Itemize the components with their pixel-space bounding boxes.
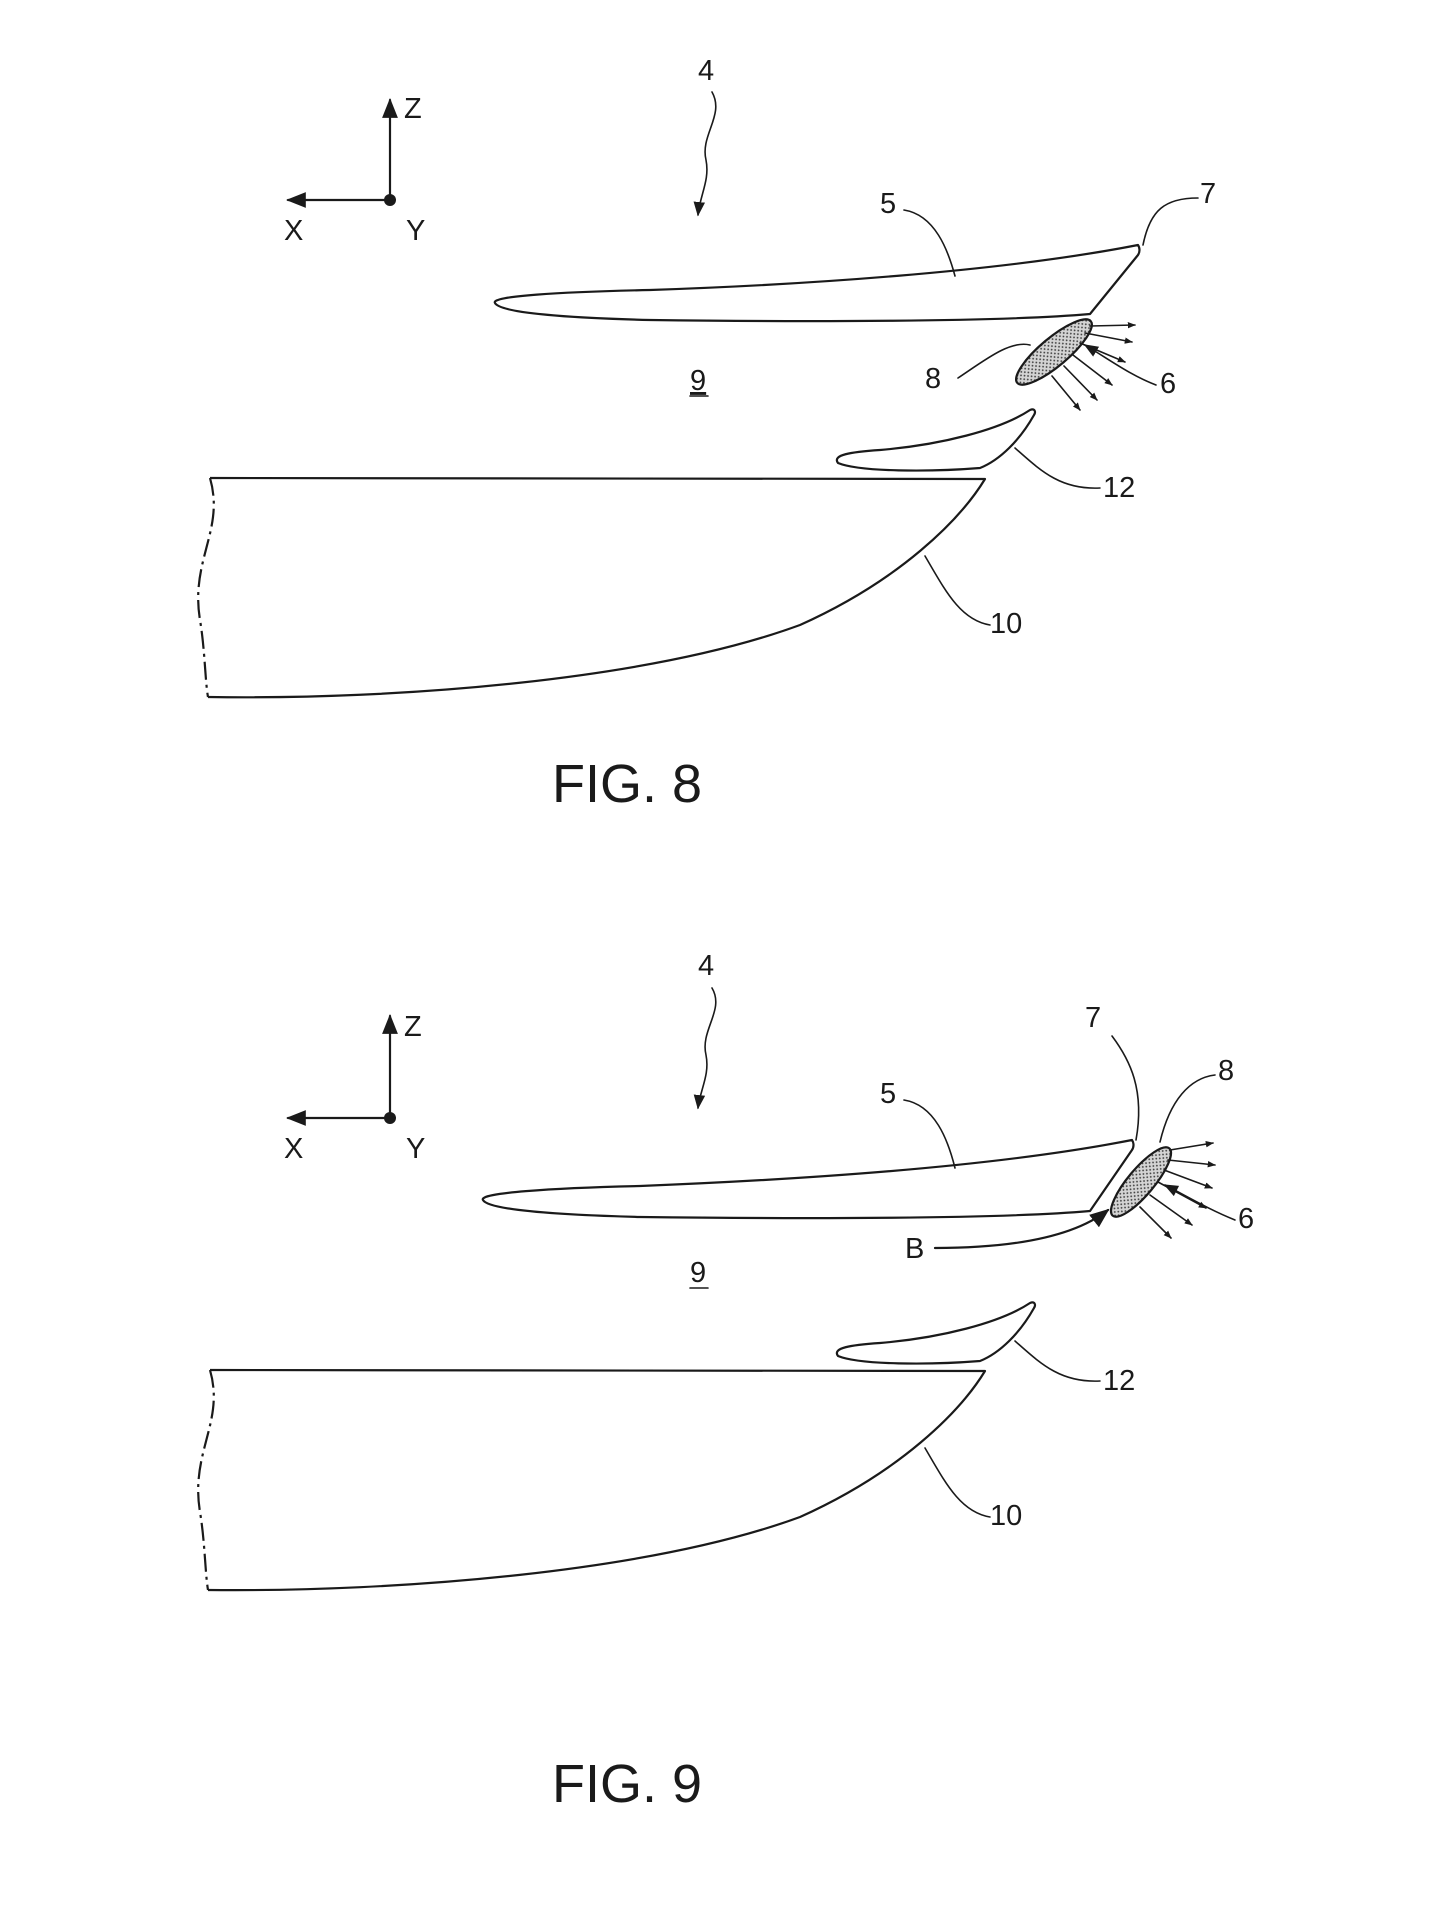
flap-12-fig9 [835, 1301, 1037, 1365]
flap-12 [835, 408, 1037, 472]
lower-part-10-fig9 [207, 1368, 987, 1592]
axis-triad: Z X Y [284, 93, 425, 247]
ref-10-fig9: 10 [990, 1500, 1022, 1532]
ref-12-fig9: 12 [1103, 1365, 1135, 1397]
ref-7-fig9: 7 [1085, 1002, 1101, 1034]
ref-7-leader-fig9 [1111, 1035, 1140, 1141]
ref-4-leader-fig9 [693, 987, 717, 1110]
ref-12: 12 [1103, 472, 1135, 504]
figure-8: Z X Y 4 5 7 8 6 9 [197, 55, 1216, 814]
body-8 [1015, 318, 1093, 386]
upper-part-5-fig9 [481, 1138, 1135, 1220]
ref-4: 4 [698, 55, 714, 87]
ref-12-leader-fig9 [1014, 1340, 1101, 1382]
figure-9: Z X Y 4 5 7 8 6 B [197, 950, 1254, 1814]
axis-label-z-9: Z [404, 1011, 422, 1043]
body-8-fig9 [1109, 1146, 1173, 1218]
ref-8-leader-fig9 [1159, 1074, 1216, 1143]
ref-b: B [905, 1233, 924, 1265]
axis-label-y-9: Y [406, 1133, 425, 1165]
figure-8-title: FIG. 8 [552, 754, 702, 814]
ref-6-fig9: 6 [1238, 1203, 1254, 1235]
ref-5-leader-fig9 [903, 1099, 956, 1169]
ref-9: 9 [690, 365, 706, 397]
ref-6-leader-fig9 [1163, 1184, 1236, 1221]
flow-b-arrow [933, 1208, 1110, 1250]
ref-7: 7 [1200, 178, 1216, 210]
figure-9-title: FIG. 9 [552, 1754, 702, 1814]
ref-9-fig9: 9 [690, 1257, 706, 1289]
axis-label-z: Z [404, 93, 422, 125]
y-axis-dot-9 [384, 1112, 396, 1124]
axis-label-y: Y [406, 215, 425, 247]
ref-4-fig9: 4 [698, 950, 714, 982]
y-axis-dot [384, 194, 396, 206]
ref-5-leader [903, 209, 956, 277]
axis-label-x: X [284, 215, 303, 247]
ref-10: 10 [990, 608, 1022, 640]
ref-8-fig9: 8 [1218, 1055, 1234, 1087]
ref-5-fig9: 5 [880, 1078, 896, 1110]
ref-10-leader-fig9 [924, 1447, 991, 1518]
flow-arrows-fig9 [1139, 1140, 1216, 1239]
ref-8-leader [957, 343, 1031, 379]
lower-part-10-break [197, 477, 215, 698]
ref-5: 5 [880, 188, 896, 220]
upper-part-5 [493, 243, 1141, 323]
ref-10-leader [924, 555, 991, 626]
ref-4-leader [693, 91, 717, 217]
ref-6: 6 [1160, 368, 1176, 400]
ref-6-leader [1083, 344, 1157, 386]
ref-8: 8 [925, 363, 941, 395]
lower-part-10 [207, 476, 987, 699]
axis-triad-9: Z X Y [284, 1011, 425, 1165]
axis-label-x-9: X [284, 1133, 303, 1165]
ref-12-leader [1014, 447, 1101, 489]
ref-7-leader [1142, 197, 1199, 246]
lower-part-10-break-fig9 [197, 1369, 215, 1591]
